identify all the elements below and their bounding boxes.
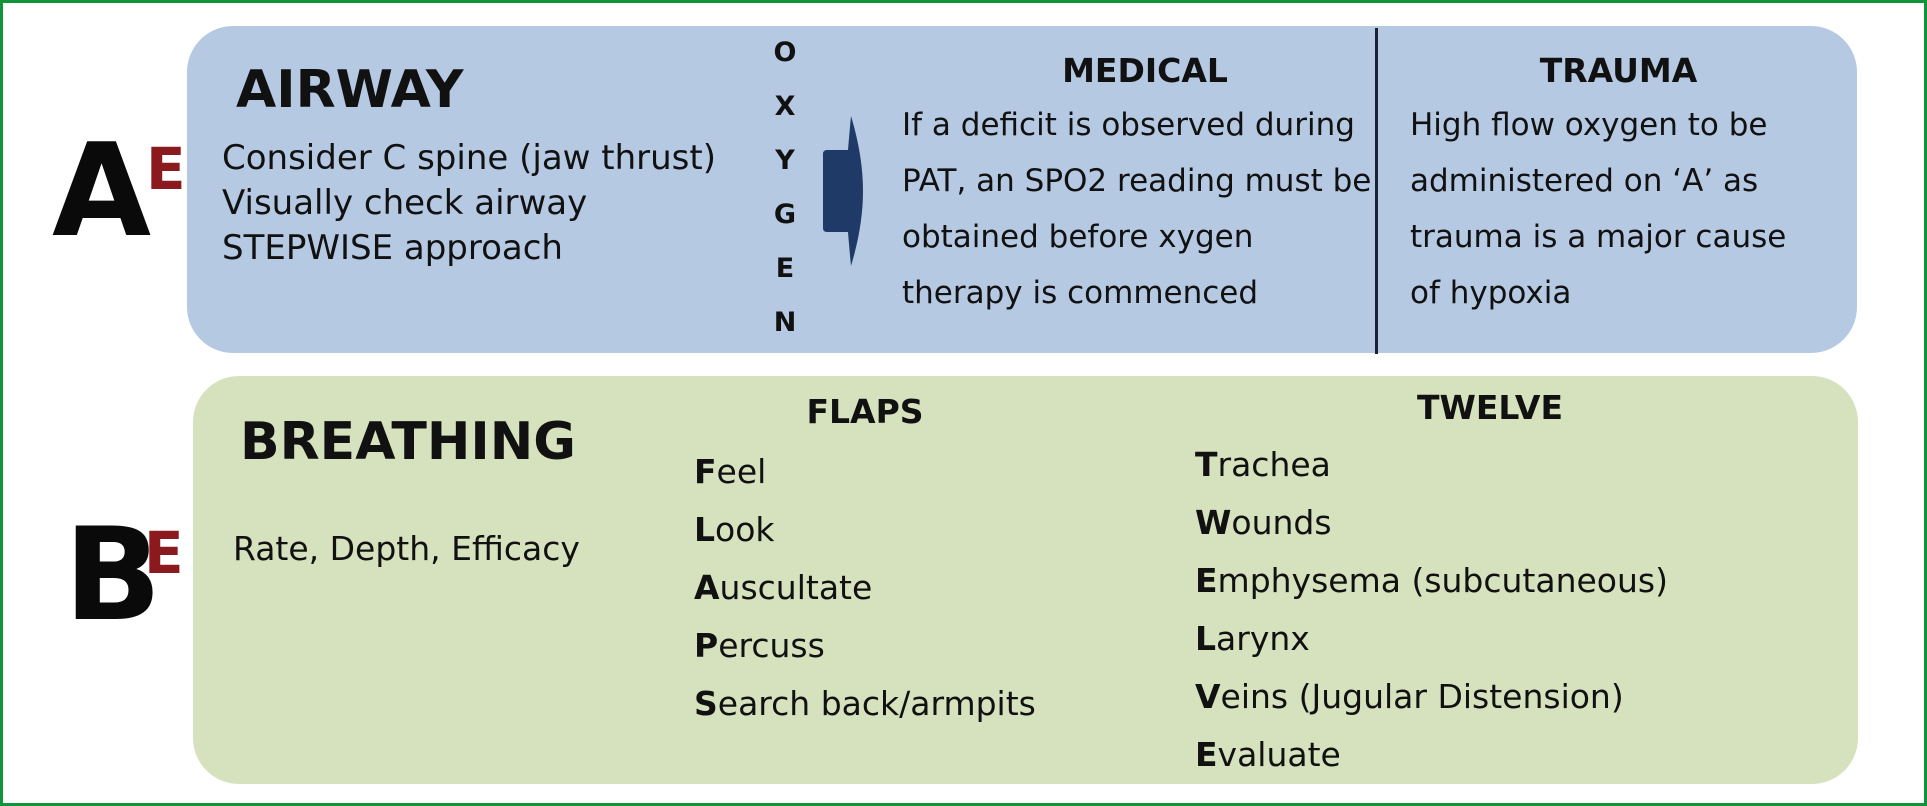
- twelve-item: Trachea: [1195, 436, 1668, 494]
- airway-notes: Consider C spine (jaw thrust) Visually c…: [222, 136, 716, 271]
- trauma-line: administered on ‘A’ as: [1410, 163, 1759, 199]
- twelve-item: Emphysema (subcutaneous): [1195, 552, 1668, 610]
- flaps-initial: A: [694, 568, 720, 607]
- trauma-line: trauma is a major cause: [1410, 219, 1787, 255]
- twelve-item: Wounds: [1195, 494, 1668, 552]
- twelve-initial: E: [1195, 735, 1218, 774]
- medical-line: obtained before xygen: [902, 219, 1254, 255]
- twelve-title: TWELVE: [1416, 388, 1564, 427]
- twelve-initial: T: [1195, 445, 1218, 484]
- twelve-rest: eins (Jugular Distension): [1220, 677, 1624, 716]
- twelve-item: Larynx: [1195, 610, 1668, 668]
- medical-line: PAT, an SPO2 reading must be: [902, 163, 1372, 199]
- flaps-initial: F: [694, 452, 717, 491]
- twelve-item: Veins (Jugular Distension): [1195, 668, 1668, 726]
- twelve-initial: E: [1195, 561, 1218, 600]
- breathing-subtext: Rate, Depth, Efficacy: [233, 529, 580, 568]
- twelve-initial: L: [1195, 619, 1217, 658]
- twelve-rest: rachea: [1217, 445, 1331, 484]
- oxygen-letter: Y: [775, 145, 795, 176]
- flaps-rest: ercuss: [718, 626, 825, 665]
- oxygen-letter: E: [775, 253, 795, 284]
- flaps-title: FLAPS: [806, 392, 924, 431]
- airway-letter: A: [52, 117, 151, 266]
- flaps-item: Look: [694, 501, 1036, 559]
- trauma-line: High flow oxygen to be: [1410, 107, 1768, 143]
- oxygen-letter: G: [773, 199, 797, 230]
- breathing-panel: [193, 376, 1858, 784]
- flaps-item: Feel: [694, 443, 1036, 501]
- oxygen-letter: X: [774, 91, 796, 122]
- twelve-initial: V: [1195, 677, 1221, 716]
- flaps-list: Feel Look Auscultate Percuss Search back…: [694, 443, 1036, 733]
- twelve-rest: ounds: [1231, 503, 1332, 542]
- breathing-superscript: E: [144, 519, 184, 587]
- flaps-rest: earch back/armpits: [717, 684, 1036, 723]
- twelve-initial: W: [1195, 503, 1232, 542]
- oxygen-letter: O: [773, 37, 797, 68]
- trauma-title: TRAUMA: [1539, 51, 1698, 90]
- medical-line: therapy is commenced: [902, 275, 1259, 311]
- breathing-heading: BREATHING: [240, 412, 576, 472]
- arrow-right-icon: [823, 116, 863, 266]
- flaps-item: Auscultate: [694, 559, 1036, 617]
- airway-note: Visually check airway: [222, 183, 588, 223]
- oxygen-vertical-label: O X Y G E N: [770, 38, 800, 362]
- column-divider: [1375, 28, 1378, 354]
- medical-text: If a deficit is observed during PAT, an …: [902, 97, 1371, 321]
- flaps-rest: eel: [716, 452, 767, 491]
- flaps-initial: P: [694, 626, 719, 665]
- airway-superscript: E: [146, 135, 186, 203]
- oxygen-letter: N: [773, 307, 797, 338]
- flaps-initial: L: [694, 510, 716, 549]
- trauma-line: of hypoxia: [1410, 275, 1572, 311]
- airway-note: Consider C spine (jaw thrust): [222, 138, 716, 178]
- trauma-text: High flow oxygen to be administered on ‘…: [1410, 97, 1786, 321]
- flaps-item: Percuss: [694, 617, 1036, 675]
- medical-title: MEDICAL: [1062, 51, 1228, 90]
- twelve-list: Trachea Wounds Emphysema (subcutaneous) …: [1195, 436, 1668, 784]
- flaps-initial: S: [694, 684, 718, 723]
- airway-heading: AIRWAY: [236, 60, 464, 120]
- medical-line: If a deficit is observed during: [902, 107, 1355, 143]
- twelve-item: Evaluate: [1195, 726, 1668, 784]
- twelve-rest: valuate: [1217, 735, 1341, 774]
- airway-note: STEPWISE approach: [222, 228, 563, 268]
- twelve-rest: arynx: [1216, 619, 1310, 658]
- twelve-rest: mphysema (subcutaneous): [1217, 561, 1668, 600]
- flaps-rest: uscultate: [719, 568, 873, 607]
- flaps-rest: ook: [715, 510, 775, 549]
- airway-panel: [187, 26, 1857, 353]
- breathing-letter: B: [64, 501, 162, 650]
- flaps-item: Search back/armpits: [694, 675, 1036, 733]
